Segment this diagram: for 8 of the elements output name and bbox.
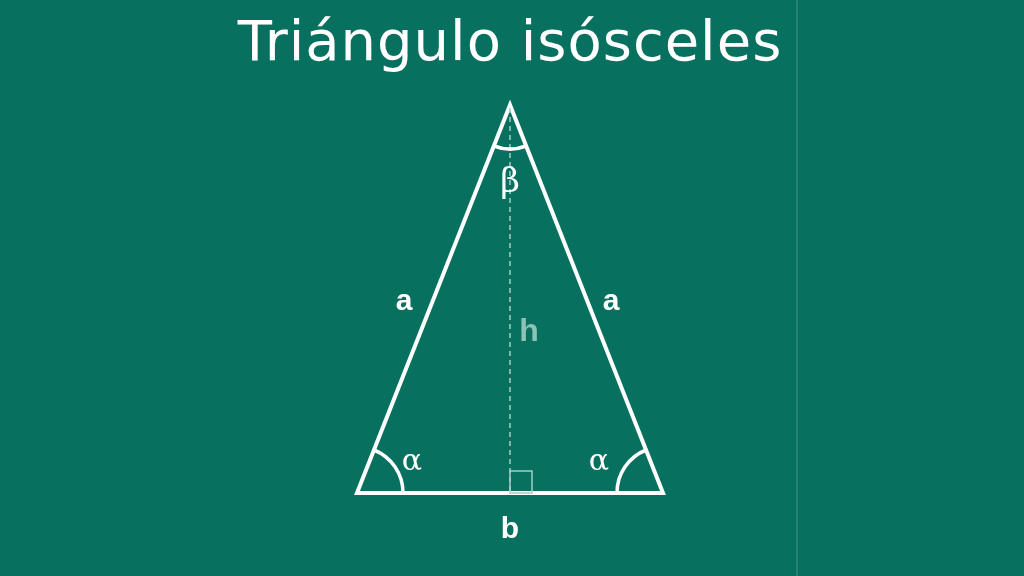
- base-label: b: [500, 513, 520, 543]
- angle-label: α: [588, 445, 610, 475]
- height-label: h: [519, 314, 539, 346]
- angle-label: α: [401, 445, 423, 475]
- side-label: a: [395, 285, 413, 315]
- title: Triángulo isósceles: [237, 8, 783, 73]
- side-label: a: [602, 285, 620, 315]
- angle-label: β: [500, 163, 520, 197]
